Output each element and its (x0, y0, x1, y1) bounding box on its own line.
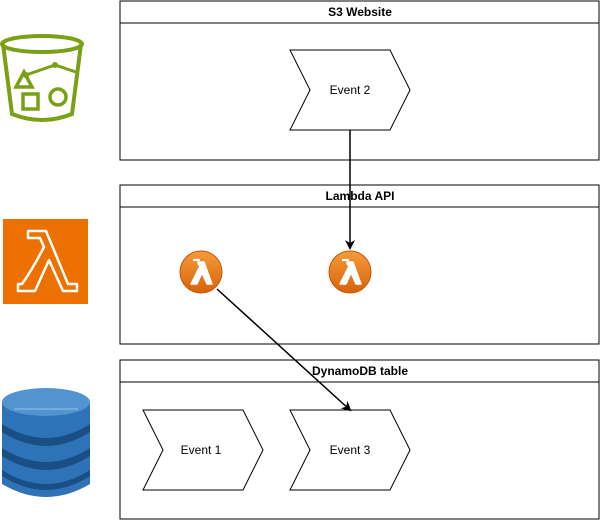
container-title: DynamoDB table (312, 364, 408, 378)
dynamodb-icon (2, 388, 90, 497)
container-title: S3 Website (328, 5, 392, 19)
event-label: Event 2 (330, 83, 371, 97)
event-step-1[interactable]: Event 1 (142, 409, 264, 491)
container-title: Lambda API (326, 189, 395, 203)
connector-lambda-to-event3[interactable] (216, 288, 352, 412)
lambda-function-icon[interactable] (328, 250, 372, 294)
event-label: Event 3 (330, 443, 371, 457)
lambda-function-icon[interactable] (179, 250, 223, 294)
event-step-3[interactable]: Event 3 (289, 409, 411, 491)
aws-lambda-icon (3, 219, 88, 304)
event-label: Event 1 (181, 443, 222, 457)
s3-bucket-icon (0, 34, 84, 122)
event-step-2[interactable]: Event 2 (289, 49, 411, 131)
